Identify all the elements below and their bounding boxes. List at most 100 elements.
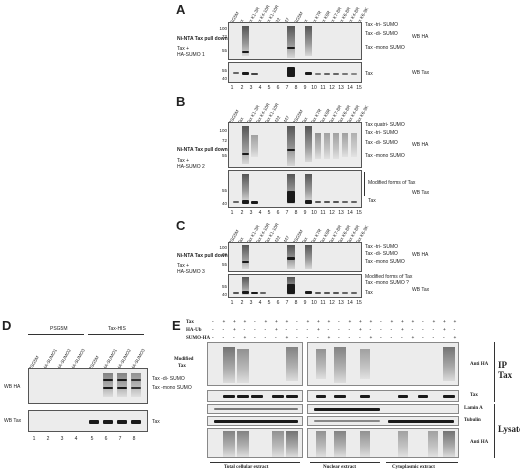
wb-label: WB HA xyxy=(412,142,429,148)
sign-ub: - xyxy=(264,328,267,333)
sign-sumo: + xyxy=(285,336,289,341)
sign-tax: + xyxy=(264,320,268,325)
mw-marker: 55 xyxy=(221,153,227,158)
blot-wb-tax xyxy=(28,410,148,432)
sign-ub: - xyxy=(338,328,340,333)
lane-number: 12 xyxy=(329,85,335,91)
annotation: Tax -tri- SUMO xyxy=(365,130,399,136)
sign-sumo: - xyxy=(306,336,309,341)
condition-label: Tax + xyxy=(177,46,190,52)
sign-ub: - xyxy=(306,328,309,333)
sign-tax: + xyxy=(359,320,362,325)
sign-sumo: - xyxy=(401,336,403,341)
lane-number: 9 xyxy=(303,85,307,91)
extract-label: Cytoplasmic extract xyxy=(392,465,435,470)
row-label: Tax xyxy=(186,320,194,325)
annotation: Tax -di- SUMO xyxy=(365,140,398,146)
blot-wb-ha xyxy=(28,368,148,404)
blot-ip-antiha-nuc-cyto xyxy=(307,342,459,386)
blot-wb-ha xyxy=(228,242,362,272)
sign-ub: - xyxy=(243,328,246,333)
lane-number: 13 xyxy=(338,300,344,306)
blot-ip-tax-nuc-cyto xyxy=(307,390,459,402)
sign-ub: - xyxy=(348,328,351,333)
lane-number: 4 xyxy=(258,300,262,306)
antibody-label: Anti HA xyxy=(470,362,489,367)
ip-bracket xyxy=(494,342,495,402)
sign-sumo: - xyxy=(338,336,340,341)
mw-marker: 40 xyxy=(221,292,227,297)
antibody-label: Tubulin xyxy=(464,418,481,423)
pulldown-label: Ni-NTA Tax pull down xyxy=(177,147,228,153)
blot-ip-antiha-total xyxy=(207,342,303,386)
sign-tax: + xyxy=(411,320,415,325)
sign-ub: + xyxy=(233,328,236,333)
blot-lamin-total xyxy=(207,404,303,414)
sign-sumo: - xyxy=(380,336,382,341)
annotation: Tax xyxy=(365,71,373,77)
sign-sumo: - xyxy=(296,336,298,341)
sign-tax: + xyxy=(432,320,436,325)
lane-number: 15 xyxy=(356,210,362,216)
condition-sumo: HA-SUMO 1 xyxy=(177,52,205,58)
extract-line xyxy=(386,462,458,463)
mw-marker: 55 xyxy=(221,188,227,193)
lysate-label: Lysate xyxy=(498,424,520,434)
lane-number: 7 xyxy=(118,436,122,442)
lane-number: 8 xyxy=(294,300,298,306)
lane-number: 5 xyxy=(267,210,271,216)
lane-number: 11 xyxy=(320,300,326,306)
mw-marker: 55 xyxy=(221,68,227,73)
lane-number: 3 xyxy=(249,85,253,91)
lane-number: 5 xyxy=(90,436,94,442)
lane-number: 15 xyxy=(356,85,362,91)
mw-marker: 72 xyxy=(221,252,227,257)
annotation: Modified forms of Tax xyxy=(365,274,413,280)
sign-ub: - xyxy=(296,328,298,333)
sign-ub: + xyxy=(401,328,404,333)
mw-marker: 55 xyxy=(221,262,227,267)
extract-label: Nuclear extract xyxy=(323,465,357,470)
sign-ub: - xyxy=(222,328,225,333)
lane-number: 7 xyxy=(285,210,289,216)
lane-number: 6 xyxy=(276,210,280,216)
blot-lysate-antiha-nuc-cyto xyxy=(307,428,459,458)
extract-line xyxy=(310,462,380,463)
sign-ub: - xyxy=(422,328,424,333)
sign-tax: + xyxy=(317,320,320,325)
pulldown-label: Ni-NTA Tax pull down xyxy=(177,36,228,42)
annotation: Tax -mono SUMO xyxy=(365,259,405,265)
lane-number: 1 xyxy=(230,300,234,306)
sign-tax: + xyxy=(306,320,310,325)
wb-label: WB HA xyxy=(412,34,429,40)
sign-sumo: - xyxy=(233,336,235,341)
annotation: Tax -di- SUMO xyxy=(152,376,185,382)
lane-number: 1 xyxy=(230,210,234,216)
sign-tax: + xyxy=(369,320,373,325)
sign-ub: + xyxy=(275,328,278,333)
row-label: SUMO-HA xyxy=(186,336,211,341)
sign-sumo: + xyxy=(453,336,457,341)
lane-number: 8 xyxy=(294,85,298,91)
extract-label: Total cellular extract xyxy=(224,465,269,470)
lane-number: 12 xyxy=(329,300,335,306)
sign-tax: + xyxy=(233,320,236,325)
annotation: Tax -tri- SUMO xyxy=(365,22,399,28)
lane-number: 10 xyxy=(311,300,317,306)
mw-marker: 55 xyxy=(221,48,227,53)
group-label: Tax-HIS xyxy=(108,326,126,332)
wb-label: WB HA xyxy=(412,252,429,258)
sign-tax: + xyxy=(348,320,352,325)
sign-ub: - xyxy=(327,328,330,333)
sign-sumo: + xyxy=(327,336,331,341)
sign-tax: - xyxy=(212,320,214,325)
lane-number: 7 xyxy=(285,300,289,306)
condition-label: Tax + xyxy=(177,263,190,269)
wb-label: WB Tax xyxy=(412,70,430,76)
sign-ub: + xyxy=(443,328,446,333)
lane-number: 11 xyxy=(320,210,326,216)
mw-marker: 100 xyxy=(219,245,227,250)
lane-number: 3 xyxy=(249,300,253,306)
blot-lamin-nuc-cyto xyxy=(307,404,459,414)
sign-sumo: - xyxy=(390,336,393,341)
